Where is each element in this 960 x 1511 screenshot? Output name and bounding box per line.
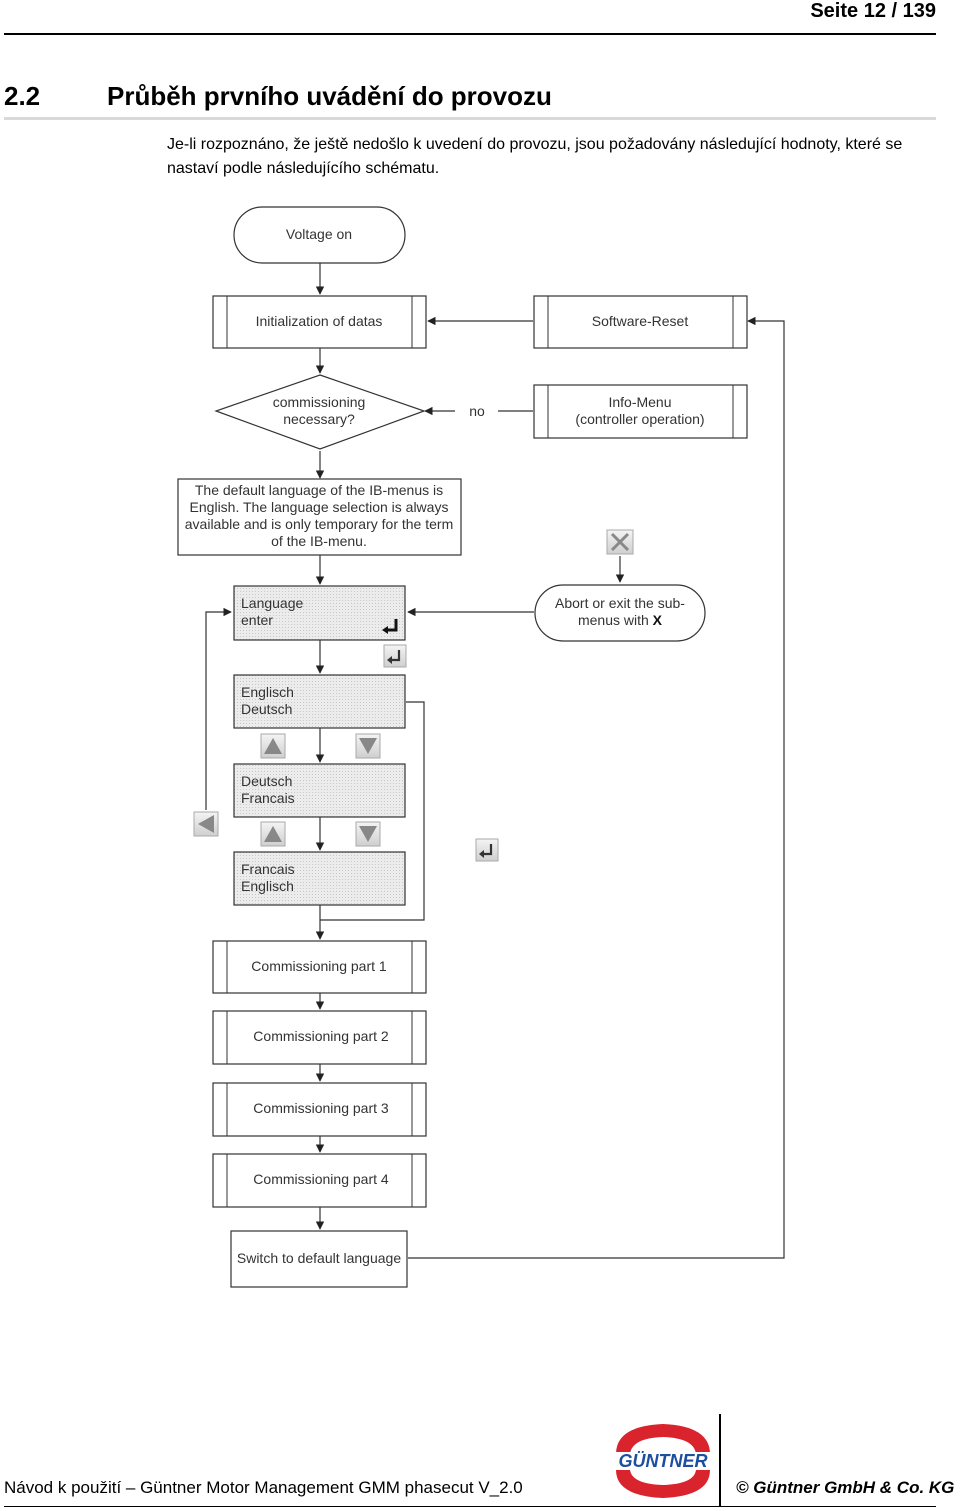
- up-arrow-key-icon: [260, 733, 286, 759]
- option-3-line-2: Englisch: [241, 878, 294, 894]
- page-number: Seite 12 / 139: [810, 0, 936, 22]
- guentner-logo: GÜNTNER: [612, 1424, 714, 1498]
- note-line-3: available and is only temporary for the …: [185, 516, 453, 532]
- commissioning-part-4: Commissioning part 4: [253, 1171, 389, 1187]
- decision-line-2: necessary?: [283, 411, 355, 427]
- voltage-on-label: Voltage on: [286, 226, 352, 242]
- software-reset-label: Software-Reset: [592, 313, 689, 329]
- footer-divider: [719, 1414, 721, 1506]
- commissioning-part-2: Commissioning part 2: [253, 1028, 389, 1044]
- down-arrow-key-icon: [355, 733, 381, 759]
- info-menu-line-2: (controller operation): [575, 411, 704, 427]
- commissioning-part-1: Commissioning part 1: [251, 958, 387, 974]
- decision-line-1: commissioning: [273, 394, 366, 410]
- option-3-line-1: Francais: [241, 861, 295, 877]
- no-label: no: [469, 403, 485, 419]
- commissioning-part-3: Commissioning part 3: [253, 1100, 389, 1116]
- header-rule: [4, 33, 936, 35]
- section-number: 2.2: [4, 81, 41, 111]
- language-line-1: Language: [241, 595, 304, 611]
- enter-key-icon: [383, 644, 407, 668]
- footer-copyright: © Güntner GmbH & Co. KG: [736, 1478, 955, 1497]
- note-line-4: of the IB-menu.: [271, 533, 367, 549]
- down-arrow-key-icon: [355, 821, 381, 847]
- enter-key-icon: [475, 838, 499, 862]
- option-1-line-2: Deutsch: [241, 701, 292, 717]
- language-line-2: enter: [241, 612, 273, 628]
- logo-wordmark: GÜNTNER: [619, 1451, 708, 1471]
- option-2-line-2: Francais: [241, 790, 295, 806]
- abort-line-1: Abort or exit the sub-: [555, 595, 685, 611]
- enter-glyph-icon: [386, 619, 398, 632]
- section-title: Průběh prvního uvádění do provozu: [107, 81, 552, 111]
- left-arrow-key-icon: [193, 811, 219, 837]
- footer-rule: [4, 1506, 936, 1507]
- x-cancel-key-icon: [606, 529, 634, 555]
- option-1-line-1: Englisch: [241, 684, 294, 700]
- intro-paragraph: Je-li rozpoznáno, že ještě nedošlo k uve…: [167, 136, 903, 177]
- note-line-2: English. The language selection is alway…: [190, 499, 449, 515]
- info-menu-line-1: Info-Menu: [608, 394, 671, 410]
- up-arrow-key-icon: [260, 821, 286, 847]
- option-2-line-1: Deutsch: [241, 773, 292, 789]
- footer-document-title: Návod k použití – Güntner Motor Manageme…: [4, 1478, 523, 1497]
- abort-line-2: menus with X: [578, 612, 663, 628]
- init-label: Initialization of datas: [256, 313, 383, 329]
- title-rule: [4, 117, 936, 120]
- note-line-1: The default language of the IB-menus is: [195, 482, 443, 498]
- switch-default-language: Switch to default language: [237, 1250, 401, 1266]
- commissioning-flowchart: Voltage on Initialization of datas Softw…: [177, 206, 785, 1288]
